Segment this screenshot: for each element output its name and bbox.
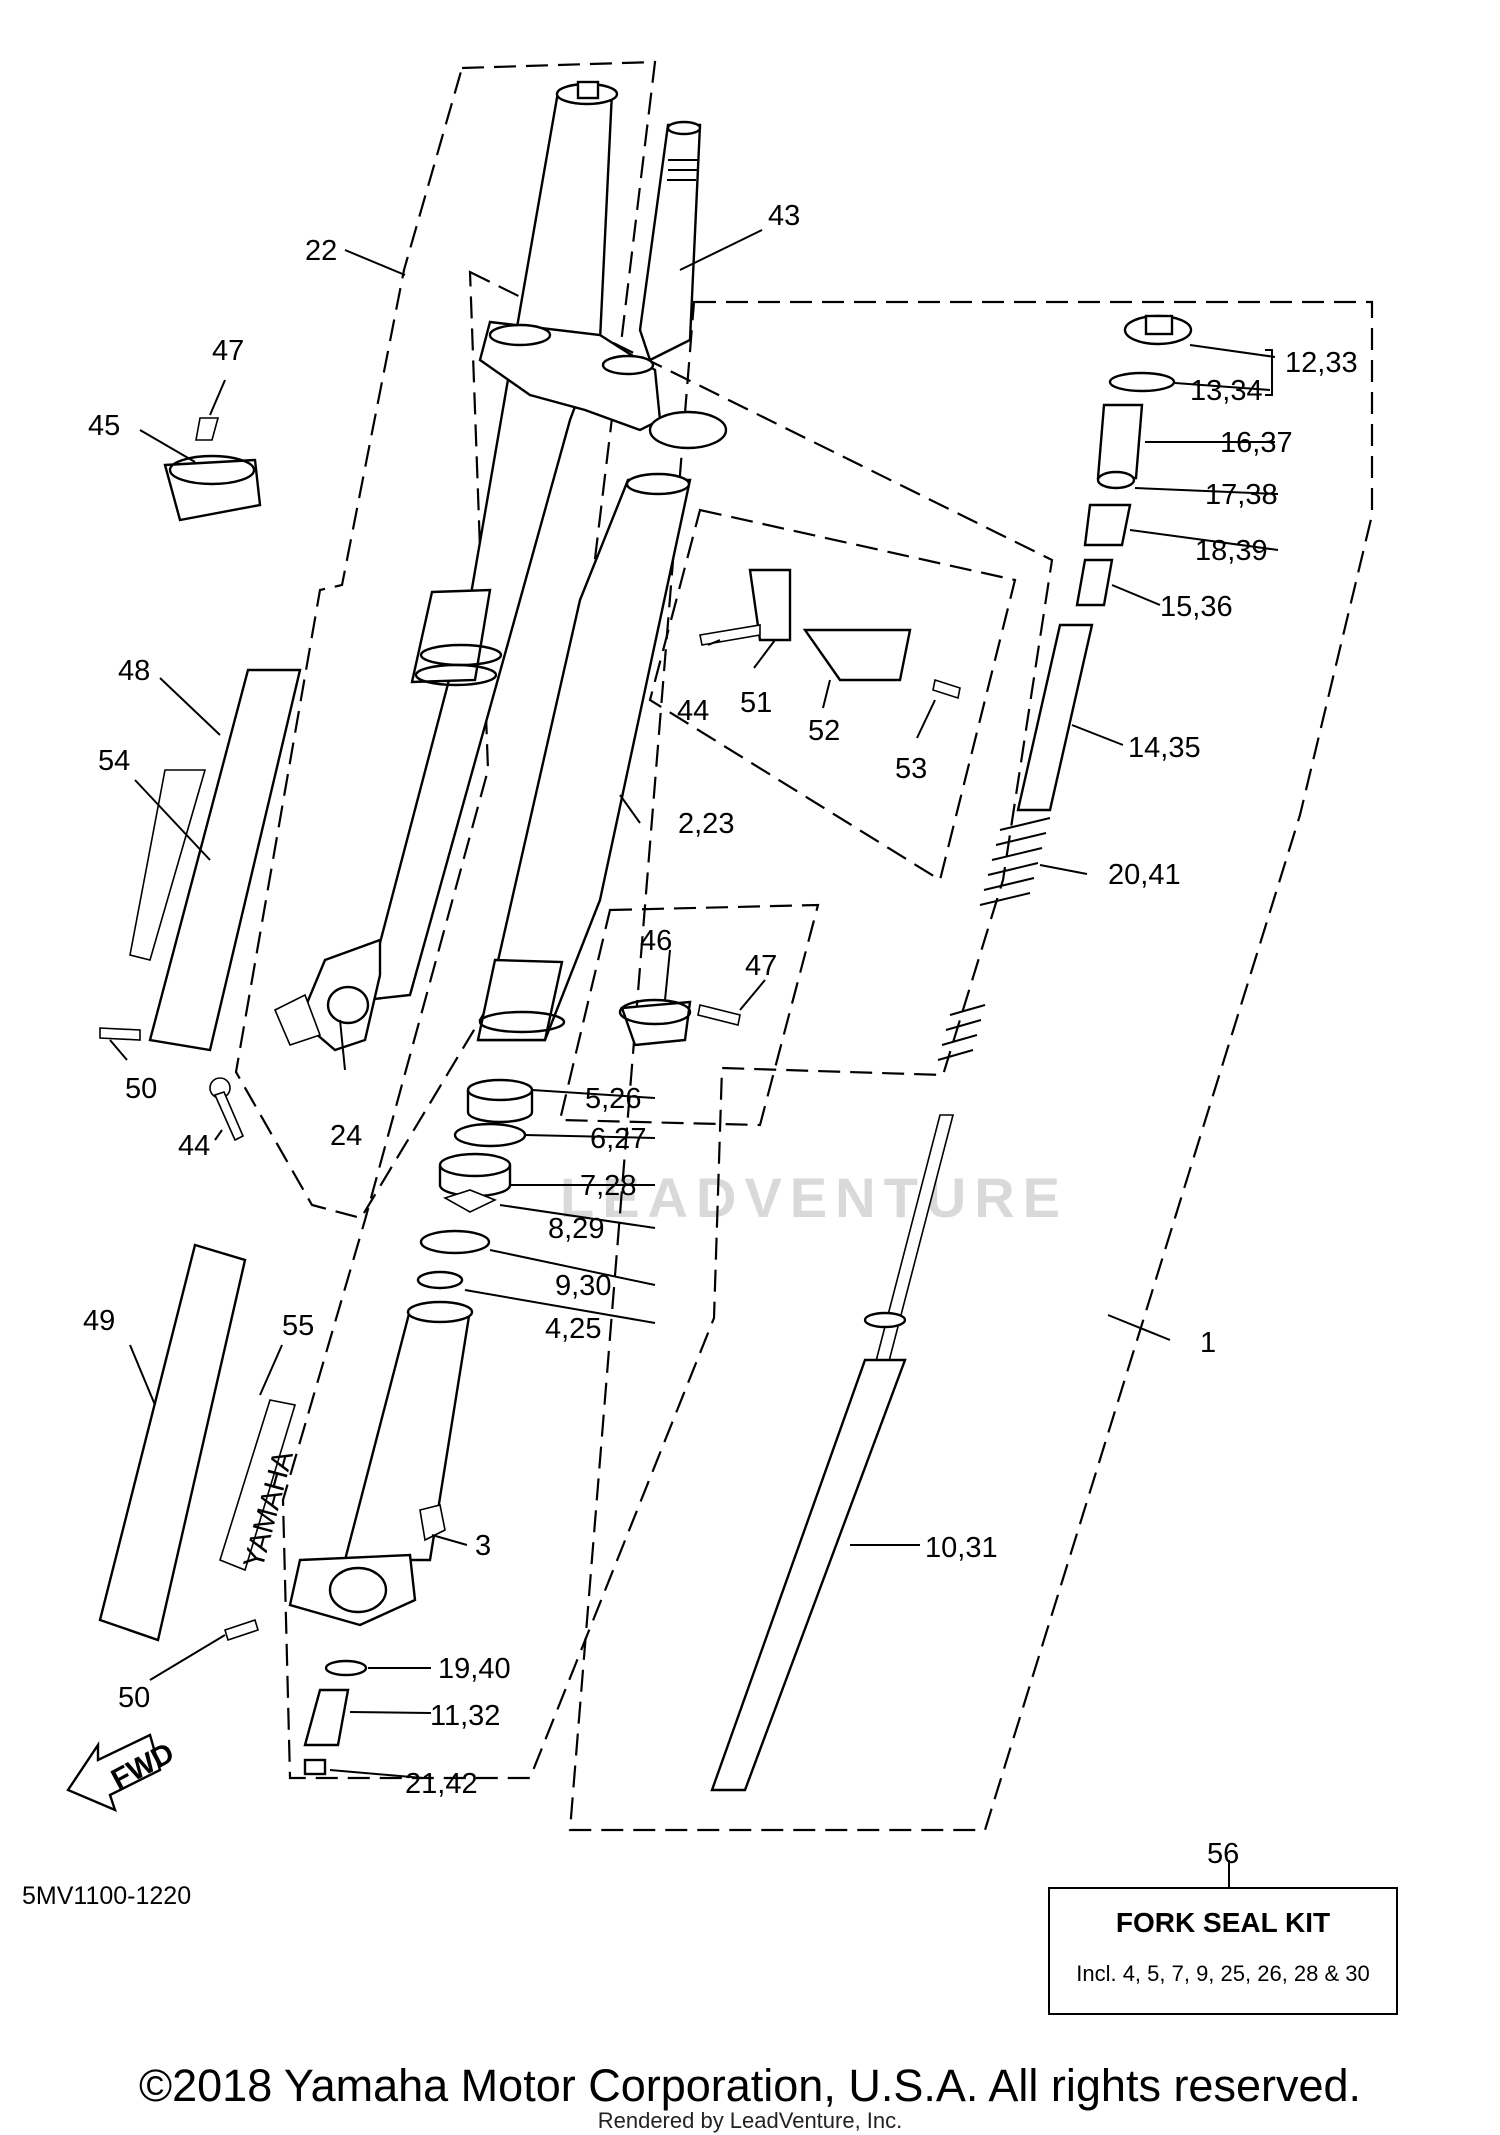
label-48: 48 <box>118 655 150 687</box>
stem-clamp-ring <box>648 410 728 450</box>
tube-14-35 <box>1016 623 1094 812</box>
label-49: 49 <box>83 1305 115 1337</box>
guard-49 <box>98 1243 247 1642</box>
bolt-50b <box>224 1618 259 1642</box>
nut-17-38 <box>1096 470 1136 490</box>
spring-lower <box>937 1004 986 1061</box>
boundary-fork-left <box>234 60 657 1220</box>
inner-sleeve <box>476 958 564 1042</box>
label-15-36: 15,36 <box>1160 591 1233 623</box>
label-13-34: 13,34 <box>1190 375 1263 407</box>
nut-15-36 <box>1075 558 1114 607</box>
label-19-40: 19,40 <box>438 1653 511 1685</box>
label-1: 1 <box>1200 1327 1216 1359</box>
diagram-ref-code: 5MV1100-1220 <box>22 1882 192 1910</box>
label-3: 3 <box>475 1530 491 1562</box>
left-sleeve <box>410 588 492 684</box>
label-18-39: 18,39 <box>1195 535 1268 567</box>
label-16-37: 16,37 <box>1220 427 1293 459</box>
label-50a: 50 <box>125 1073 157 1105</box>
label-50b: 50 <box>118 1682 150 1714</box>
label-53: 53 <box>895 753 927 785</box>
bracket-51 <box>748 568 792 642</box>
boundary-inner-tube <box>281 270 1054 1780</box>
label-6-27: 6,27 <box>590 1123 646 1155</box>
valve-11-32 <box>303 1688 350 1747</box>
label-47a: 47 <box>212 335 244 367</box>
label-54: 54 <box>98 745 130 777</box>
bolt-50a <box>99 1027 141 1041</box>
watermark-text: LEADVENTURE <box>560 1166 1069 1229</box>
decal-55 <box>219 1399 297 1572</box>
boundary-guard-mount <box>558 903 820 1127</box>
label-46: 46 <box>640 925 672 957</box>
bracket-52 <box>802 628 912 682</box>
label-11-32: 11,32 <box>430 1700 500 1732</box>
rendered-by-text: Rendered by LeadVenture, Inc. <box>597 2108 903 2133</box>
cartridge-10-31 <box>710 1358 907 1792</box>
bushing-4-25 <box>416 1270 464 1290</box>
bolt-47a <box>195 417 220 441</box>
boundary-fork-main <box>568 300 1374 1832</box>
seal-7-28 <box>438 1152 512 1178</box>
label-44b: 44 <box>178 1130 210 1162</box>
kit-title: FORK SEAL KIT <box>1115 1907 1331 1938</box>
label-17-38: 17,38 <box>1205 479 1278 511</box>
label-5-26: 5,26 <box>585 1083 641 1115</box>
label-8-29: 8,29 <box>548 1213 604 1245</box>
bolt-53 <box>932 678 961 700</box>
label-21-42: 21,42 <box>405 1768 478 1800</box>
decal-54 <box>129 769 207 961</box>
fork-seal-kit-box: FORK SEAL KIT Incl. 4, 5, 7, 9, 25, 26, … <box>1048 1887 1398 2015</box>
bolt-47b <box>697 1004 741 1026</box>
clip-8-29 <box>443 1189 497 1213</box>
seal-5-26 <box>466 1078 534 1102</box>
left-outer-tube <box>363 90 614 1002</box>
label-14-35: 14,35 <box>1128 732 1201 764</box>
label-52: 52 <box>808 715 840 747</box>
guard-48 <box>148 668 302 1052</box>
label-45: 45 <box>88 410 120 442</box>
label-55: 55 <box>282 1310 314 1342</box>
label-7-28: 7,28 <box>580 1170 636 1202</box>
label-51: 51 <box>740 687 772 719</box>
label-20-41: 20,41 <box>1108 859 1181 891</box>
spring-20-41 <box>979 817 1051 906</box>
triple-clamp <box>478 320 662 432</box>
label-24: 24 <box>330 1120 362 1152</box>
label-47b: 47 <box>745 950 777 982</box>
leader-lines <box>109 229 1279 1887</box>
label-9-30: 9,30 <box>555 1270 611 1302</box>
spacer-16-37 <box>1096 403 1144 480</box>
label-10-31: 10,31 <box>925 1532 998 1564</box>
left-cap-bolt <box>576 80 600 100</box>
label-43: 43 <box>768 200 800 232</box>
boundary-bracket <box>648 508 1017 882</box>
oring-13-34 <box>1108 371 1176 393</box>
label-12-33: 12,33 <box>1285 347 1358 379</box>
ring-19-40 <box>324 1659 368 1677</box>
lower-leg <box>343 1308 472 1562</box>
bolt-44a <box>699 624 761 646</box>
seal-6-27 <box>453 1122 527 1148</box>
label-22: 22 <box>305 235 337 267</box>
seal-9-30 <box>419 1229 491 1255</box>
copyright-text: ©2018 Yamaha Motor Corporation, U.S.A. A… <box>138 2060 1362 2111</box>
kit-part-number: 56 <box>1207 1838 1240 1870</box>
lower-axle <box>288 1553 417 1627</box>
nut-21-42 <box>303 1758 327 1776</box>
hose-clamp-45 <box>163 458 262 522</box>
label-2-23: 2,23 <box>678 808 734 840</box>
fwd-arrow-icon <box>66 1733 162 1813</box>
label-44a: 44 <box>677 695 709 727</box>
guide-18-39 <box>1083 503 1132 547</box>
kit-includes: Incl. 4, 5, 7, 9, 25, 26, 28 & 30 <box>1076 1961 1370 1986</box>
label-4-25: 4,25 <box>545 1313 601 1345</box>
